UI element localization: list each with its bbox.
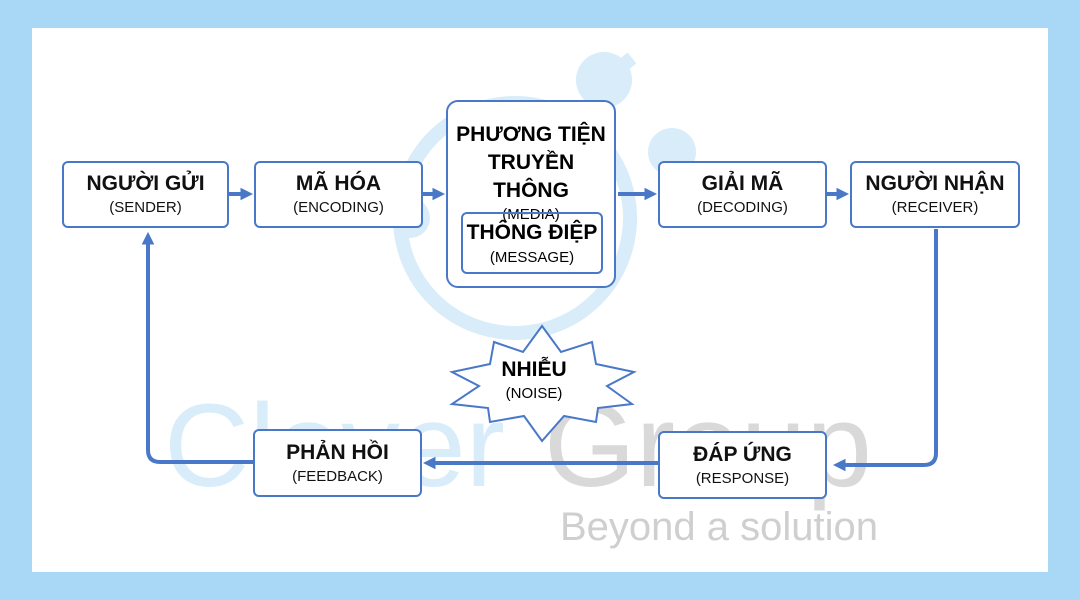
noise-title: NHIỄU [501,357,567,381]
decoding-title: GIẢI MÃ [701,172,784,195]
encoding-node: MÃ HÓA (ENCODING) [254,161,423,228]
encoding-title: MÃ HÓA [295,172,382,195]
media-title-line1: PHƯƠNG TIỆN [456,123,606,146]
decoding-subtitle: (DECODING) [697,199,788,216]
noise-subtitle: (NOISE) [505,384,563,402]
receiver-title: NGƯỜI NHẬN [865,172,1005,195]
media-title-line2: TRUYỀN THÔNG [487,151,575,202]
response-subtitle: (RESPONSE) [695,469,790,487]
message-subtitle: (MESSAGE) [489,248,575,266]
message-title: THÔNG ĐIỆP [466,220,598,244]
sender-node: NGƯỜI GỬI (SENDER) [62,161,229,228]
response-title: ĐÁP ỨNG [693,442,792,466]
feedback-title: PHẢN HỒI [286,440,389,464]
receiver-subtitle: (RECEIVER) [891,199,979,216]
sender-title: NGƯỜI GỬI [86,172,205,195]
arrow-receiver-to-response [832,229,938,472]
sender-subtitle: (SENDER) [109,199,182,216]
decoding-node: GIẢI MÃ (DECODING) [658,161,827,228]
encoding-subtitle: (ENCODING) [293,199,384,216]
media-node: PHƯƠNG TIỆN TRUYỀN THÔNG (MEDIA) THÔNG Đ… [446,100,616,288]
media-subtitle: (MEDIA) [502,206,560,223]
feedback-node: PHẢN HỒI (FEEDBACK) [253,429,422,497]
watermark-tagline: Beyond a solution [560,505,878,549]
receiver-node: NGƯỜI NHẬN (RECEIVER) [850,161,1020,228]
feedback-subtitle: (FEEDBACK) [292,467,383,485]
connector-layer [141,187,938,472]
arrow-feedback-to-sender [141,231,253,464]
response-node: ĐÁP ỨNG (RESPONSE) [658,431,827,499]
noise-burst-shape [449,324,637,443]
message-node: THÔNG ĐIỆP (MESSAGE) [461,212,603,274]
noise-node: NHIỄU (NOISE) [474,352,594,408]
diagram-card: Clover Group Beyond a solution NGƯỜI GỬI… [32,28,1048,572]
